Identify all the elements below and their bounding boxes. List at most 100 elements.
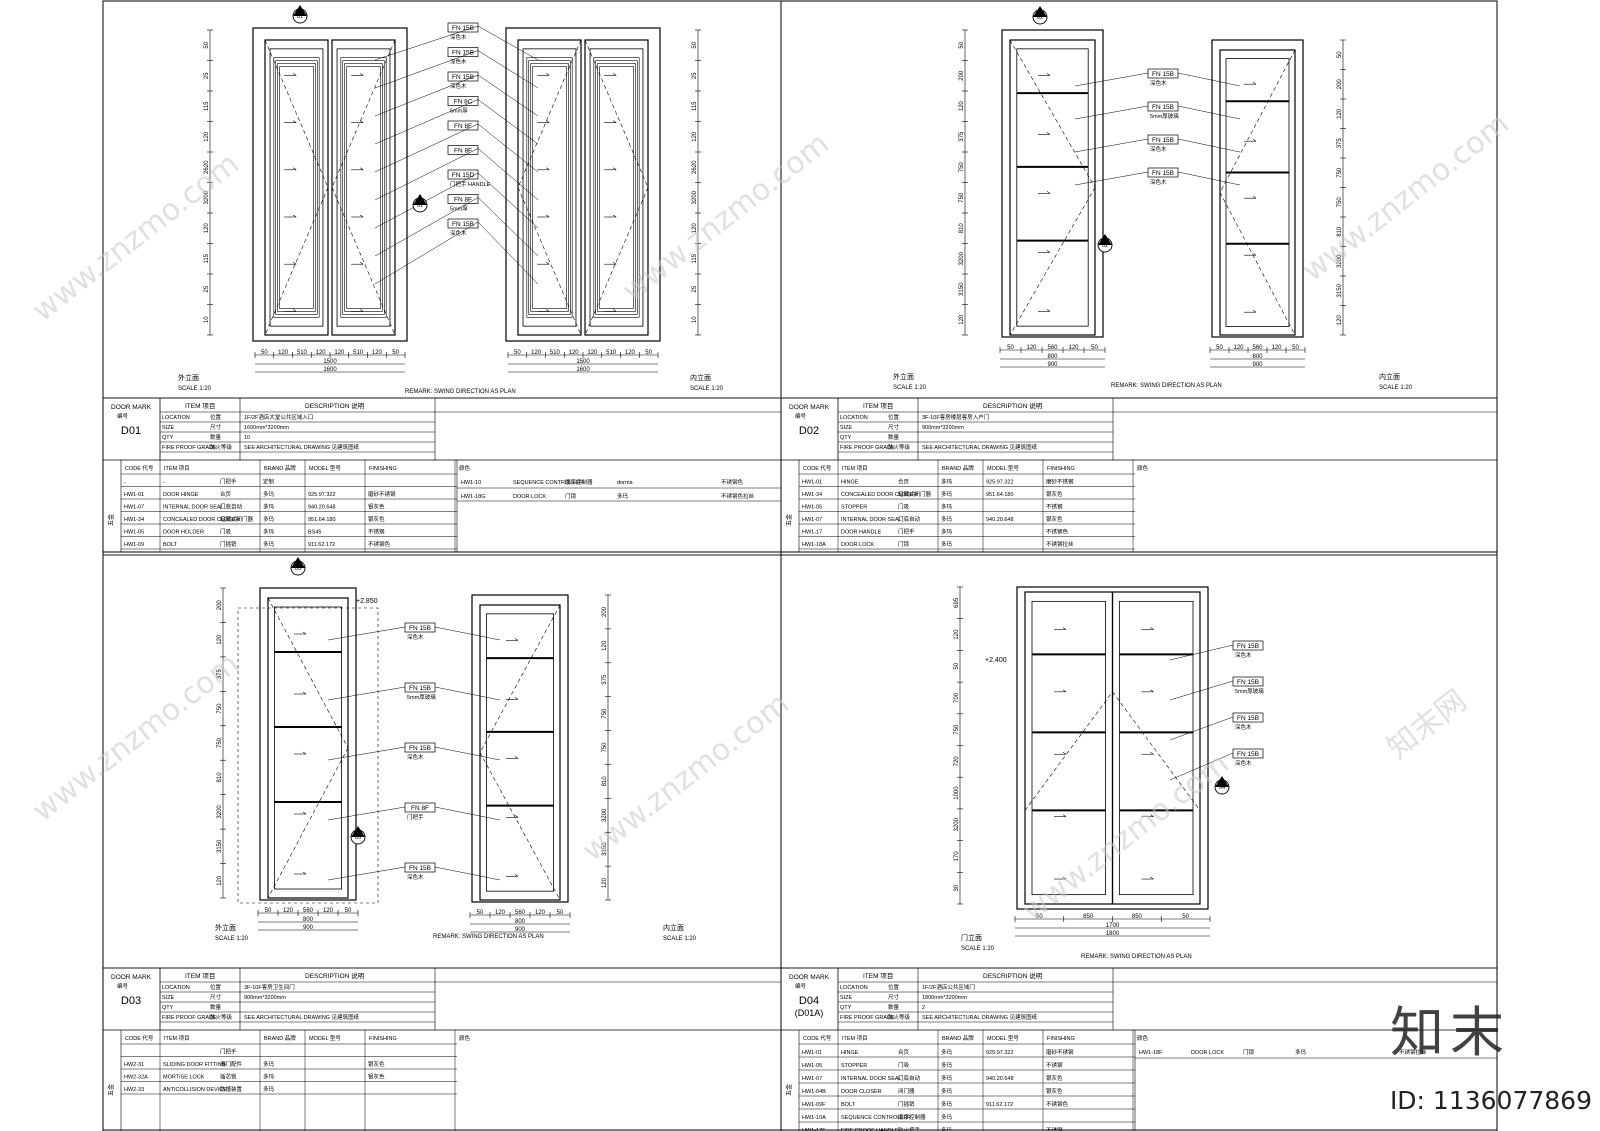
hardware-header: 颜色 bbox=[1137, 464, 1149, 472]
hardware-item-cn: 暗藏式闭门器 bbox=[220, 515, 254, 523]
dimension-label: 750 bbox=[602, 708, 608, 719]
finish-tag-code: FN 8F bbox=[411, 805, 429, 812]
drawing-rect bbox=[597, 63, 636, 312]
drawing-rect bbox=[1211, 39, 1304, 338]
hardware-side-label: 五金 bbox=[785, 1084, 793, 1096]
drawing-line bbox=[374, 148, 479, 201]
dimension-total: 1700 bbox=[1106, 923, 1120, 929]
finish-tag-note: 深色木 bbox=[450, 82, 467, 90]
drawing-line bbox=[1252, 252, 1257, 256]
drawing-rect bbox=[404, 742, 436, 753]
hardware-extra-row: 门锁 bbox=[565, 492, 577, 500]
door-mark-label: DOOR MARK bbox=[789, 974, 830, 981]
info-item-label: ITEM 项目 bbox=[185, 972, 215, 980]
hardware-code: HW1-07 bbox=[802, 517, 822, 523]
hardware-side-label: 五金 bbox=[785, 514, 793, 526]
dimension-label: 510 bbox=[353, 350, 364, 356]
drawing-line bbox=[264, 187, 329, 336]
drawing-rect bbox=[471, 594, 569, 903]
hardware-brand: 多玛 bbox=[941, 478, 953, 486]
drawing-line bbox=[546, 309, 550, 312]
finish-tag-note: 门把手 bbox=[407, 813, 424, 821]
hardware-brand: 多玛 bbox=[941, 1061, 953, 1069]
dimension-label: 50 bbox=[1007, 345, 1014, 351]
dimension-label: 200 bbox=[217, 600, 223, 611]
hardware-code: HW2-31 bbox=[124, 1062, 144, 1068]
drawing-line bbox=[327, 686, 406, 701]
door-panel-d01: 5025115120262032001201152510502511512026… bbox=[102, 5, 782, 556]
dimension-label: 115 bbox=[692, 253, 698, 263]
info-row-value: SEE ARCHITECTURAL DRAWING 见建筑图纸 bbox=[244, 443, 360, 451]
info-row-key-cn: 数量 bbox=[888, 433, 900, 441]
hardware-code: HW1-01 bbox=[802, 480, 822, 486]
hardware-code: HW1-09 bbox=[124, 542, 144, 548]
hardware-brand: 多玛 bbox=[941, 528, 953, 536]
hardware-item-cn: 门吸 bbox=[898, 1061, 910, 1069]
hardware-header: ITEM 项目 bbox=[164, 1035, 190, 1042]
hardware-code: HW1-07 bbox=[802, 1076, 822, 1082]
hardware-item-cn: 门底自动 bbox=[898, 515, 921, 523]
hardware-header: BRAND 品牌 bbox=[942, 464, 974, 472]
dimension-label: 50 bbox=[1036, 914, 1043, 920]
hardware-header: BRAND 品牌 bbox=[264, 1034, 296, 1042]
info-row-key: SIZE bbox=[840, 995, 853, 1001]
drawing-line bbox=[477, 25, 539, 61]
door-mark-cn: 编号 bbox=[117, 412, 129, 420]
info-row-key-cn: 防火等级 bbox=[888, 443, 911, 451]
hardware-header: CODE 代号 bbox=[803, 464, 832, 472]
hardware-item-cn: 门底自动 bbox=[898, 1074, 921, 1082]
hardware-item-cn: 门把手 bbox=[220, 478, 237, 486]
dimension-label: 120 bbox=[372, 350, 383, 356]
hardware-item-cn: 顺序控制器 bbox=[898, 1113, 926, 1121]
drawing-line bbox=[613, 214, 617, 218]
drawing-line bbox=[327, 806, 406, 821]
callout-label: 03 bbox=[295, 566, 301, 572]
dimension-total: 900 bbox=[1047, 362, 1058, 368]
view-title-left: 门立面 bbox=[961, 933, 982, 942]
hardware-code: HW2-32A bbox=[124, 1075, 148, 1081]
hardware-finish: 银灰色 bbox=[1046, 490, 1063, 498]
finish-tag-code: FN 8C bbox=[454, 99, 473, 106]
finish-tag-code: FN 15B bbox=[1237, 643, 1259, 650]
hardware-header: ITEM 项目 bbox=[164, 465, 190, 472]
dimension-total: 800 bbox=[303, 917, 314, 923]
hardware-model: 925.97.322 bbox=[986, 480, 1014, 486]
drawing-rect bbox=[447, 169, 479, 180]
dimension-label: 750 bbox=[959, 192, 965, 203]
dimension-label: 120 bbox=[625, 350, 636, 356]
hardware-item-cn: 门吸 bbox=[898, 503, 910, 511]
finish-tag-note: 深色木 bbox=[1235, 759, 1252, 767]
hardware-finish: 不锈钢拉丝 bbox=[1046, 540, 1074, 548]
callout-arrow-icon bbox=[1098, 234, 1112, 245]
hardware-code: HW1-10A bbox=[802, 1115, 826, 1121]
drawing-line bbox=[374, 74, 479, 117]
dimension-total: 1600 bbox=[576, 367, 590, 373]
hardware-finish: 银灰色 bbox=[1046, 515, 1063, 523]
drawing-rect bbox=[517, 39, 582, 336]
drawing-rect bbox=[1232, 748, 1264, 759]
info-row-value: 3F-10F客房楼层客房入户门 bbox=[922, 413, 989, 421]
dimension-label: 120 bbox=[1026, 345, 1037, 351]
dimension-label: 120 bbox=[692, 223, 698, 234]
hardware-item-cn: 滑门配件 bbox=[220, 1060, 243, 1068]
hardware-brand: 多玛 bbox=[263, 1060, 275, 1068]
dimension-label: 120 bbox=[495, 910, 506, 916]
finish-tag-code: FN 15B bbox=[452, 221, 474, 228]
hardware-extra-row: DOOR LOCK bbox=[1191, 1050, 1224, 1056]
dimension-label: 560 bbox=[515, 910, 526, 916]
drawing-rect bbox=[102, 967, 782, 1131]
drawing-rect bbox=[447, 120, 479, 131]
drawing-line bbox=[331, 187, 396, 336]
drawing-line bbox=[613, 120, 617, 123]
drawing-rect bbox=[780, 967, 1498, 1131]
dimension-label: 3200 bbox=[959, 251, 965, 265]
callout-arrow-icon bbox=[293, 5, 307, 16]
hardware-header: ITEM 项目 bbox=[842, 465, 868, 472]
finish-tag-code: FN 15B bbox=[1152, 104, 1174, 111]
dimension-label: 120 bbox=[1337, 108, 1343, 119]
hardware-item: STOPPER bbox=[841, 1063, 867, 1069]
hardware-extra-row: 不锈钢色 bbox=[721, 478, 744, 486]
dimension-label: 3200 bbox=[954, 817, 960, 831]
drawing-line bbox=[584, 39, 649, 188]
door-mark-code: D01 bbox=[121, 425, 141, 437]
